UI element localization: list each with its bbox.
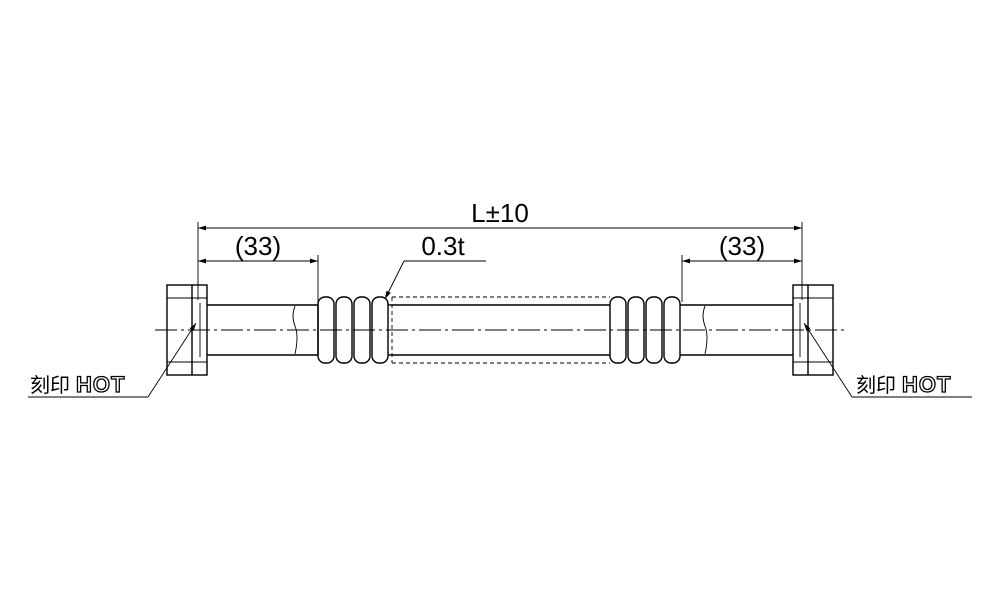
left-end-dimension: (33): [198, 231, 319, 302]
left-corrugation: [317, 296, 392, 364]
right-marking-callout: 刻印 HOT: [803, 322, 972, 398]
right-hot-mark: HOT: [902, 372, 951, 397]
thickness-leader: 0.3t: [384, 231, 486, 300]
left-tube: [207, 304, 318, 356]
middle-hose: [391, 296, 610, 364]
right-marking-label: 刻印: [856, 374, 896, 397]
left-marking-label: 刻印: [30, 374, 70, 397]
left-marking-callout: 刻印 HOT: [28, 322, 197, 398]
left-hot-mark: HOT: [76, 372, 125, 397]
overall-dimension: L±10: [197, 198, 803, 300]
overall-length-label: L±10: [471, 198, 529, 228]
wall-thickness-label: 0.3t: [421, 231, 465, 261]
right-tube: [682, 304, 793, 356]
right-end-length-label: (33): [719, 231, 765, 261]
right-end-dimension: (33): [681, 231, 802, 302]
left-end-length-label: (33): [235, 231, 281, 261]
right-corrugation: [609, 296, 682, 364]
